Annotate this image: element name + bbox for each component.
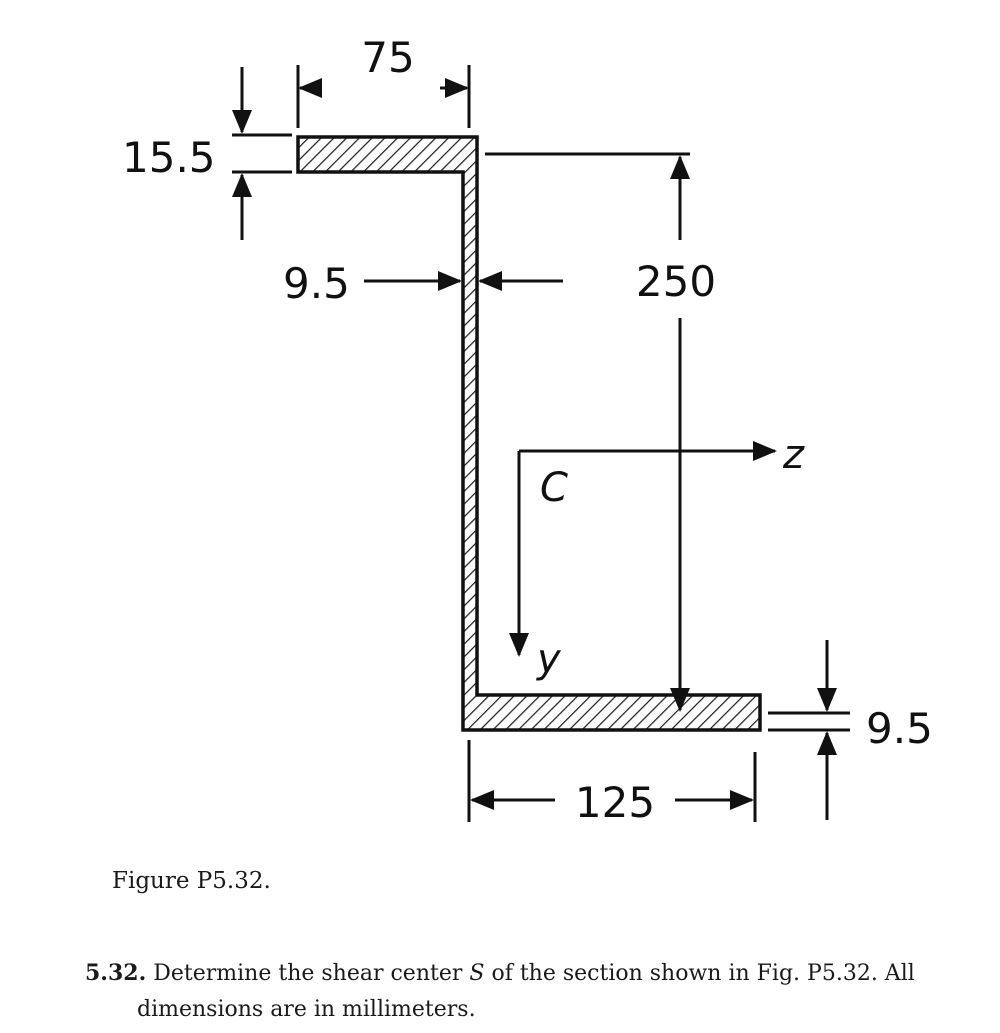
problem-text-part1: Determine the shear center: [146, 961, 470, 986]
dim-label-15-5: 15.5: [122, 133, 216, 182]
dim-label-75: 75: [361, 33, 414, 82]
problem-text-part2: of the section shown in Fig. P5.32. All: [484, 961, 915, 986]
figure-caption: Figure P5.32.: [112, 868, 271, 894]
problem-text-line2: dimensions are in millimeters.: [137, 997, 476, 1022]
y-axis-label: y: [536, 636, 562, 682]
dim-bottom-flange-width: [467, 740, 757, 822]
centroidal-axes: [509, 441, 777, 657]
dim-label-web-9-5: 9.5: [283, 259, 350, 308]
z-axis-label: z: [782, 432, 805, 478]
dim-label-250: 250: [636, 257, 716, 306]
problem-number: 5.32.: [85, 960, 147, 986]
dim-top-flange-width: [296, 65, 471, 128]
z-section-shape: [296, 135, 762, 732]
dim-bottom-flange-thickness: [768, 640, 850, 820]
centroid-label: C: [540, 465, 568, 511]
dim-label-125: 125: [575, 778, 655, 827]
problem-symbol: S: [469, 961, 485, 986]
dim-label-bottom-9-5: 9.5: [866, 704, 933, 753]
dim-web-height: [485, 152, 690, 712]
dim-top-flange-thickness: [232, 67, 292, 240]
problem-statement: 5.32. Determine the shear center S of th…: [85, 955, 965, 1028]
z-section-figure: 75 15.5 9.5 250 C z y 9.5 125: [122, 33, 933, 827]
